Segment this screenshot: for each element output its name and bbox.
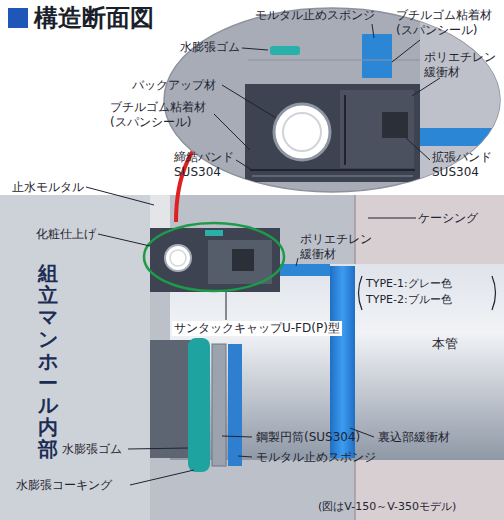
part-label: ケーシング xyxy=(418,211,478,226)
part-label: 拡張バンド SUS304 xyxy=(432,150,496,180)
pe-cushion xyxy=(280,264,330,276)
part-label: バックアップ材 xyxy=(132,78,216,93)
title-square xyxy=(8,8,28,28)
part-label: ポリエチレン 緩衝材 xyxy=(424,50,500,80)
swelling-rubber-ring xyxy=(188,338,210,472)
part-label: サンタックキャップU-FD(P)型 xyxy=(172,321,342,336)
part-label: ポリエチレン 緩衝材 xyxy=(300,232,376,262)
manhole-interior xyxy=(0,195,504,520)
part-label: 鋼製円筒(SUS304) xyxy=(256,430,360,445)
mortar-stop-sponge xyxy=(228,344,242,466)
part-label: モルタル止めスポンジ xyxy=(256,450,376,465)
part-label: 水膨張ゴム xyxy=(62,442,122,457)
part-label: モルタル止めスポンジ xyxy=(255,8,375,23)
backup-material xyxy=(165,245,191,271)
part-label: TYPE-1:グレー色 xyxy=(366,277,452,291)
part-label: 水膨張ゴム xyxy=(180,40,240,55)
vertical-label: 組立マンホール内部 xyxy=(38,262,58,460)
steel-cylinder xyxy=(212,344,226,466)
sealing-mortar xyxy=(150,195,170,228)
part-label: 締結バンド SUS304 xyxy=(174,150,238,180)
part-label: ブチルゴム粘着材 (スパンシール) xyxy=(396,8,500,38)
part-label: 本管 xyxy=(432,336,458,352)
part-label: 止水モルタル xyxy=(12,180,84,195)
figure-caption: (図はV-150～V-350モデル) xyxy=(318,500,456,514)
swelling-rubber xyxy=(205,230,223,236)
leader-lines xyxy=(86,24,440,485)
part-label: 裏込部緩衝材 xyxy=(378,430,450,445)
part-label: 化粧仕上げ xyxy=(36,227,96,242)
zoom-marker xyxy=(144,223,284,291)
part-label: TYPE-2:ブルー色 xyxy=(366,293,452,307)
backfill-cushion xyxy=(330,266,355,458)
part-label: ブチルゴム粘着材 (スパンシール) xyxy=(110,100,214,130)
pipe-opening xyxy=(150,340,192,458)
part-label: 水膨張コーキング xyxy=(16,478,112,493)
diagram-title: 構造断面図 xyxy=(34,3,154,33)
